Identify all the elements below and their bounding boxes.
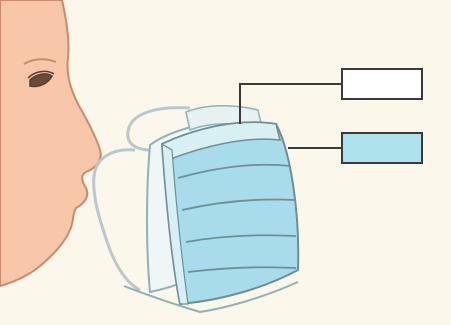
label-box-inner-layer xyxy=(342,69,422,99)
label-box-outer-layer xyxy=(342,133,422,163)
